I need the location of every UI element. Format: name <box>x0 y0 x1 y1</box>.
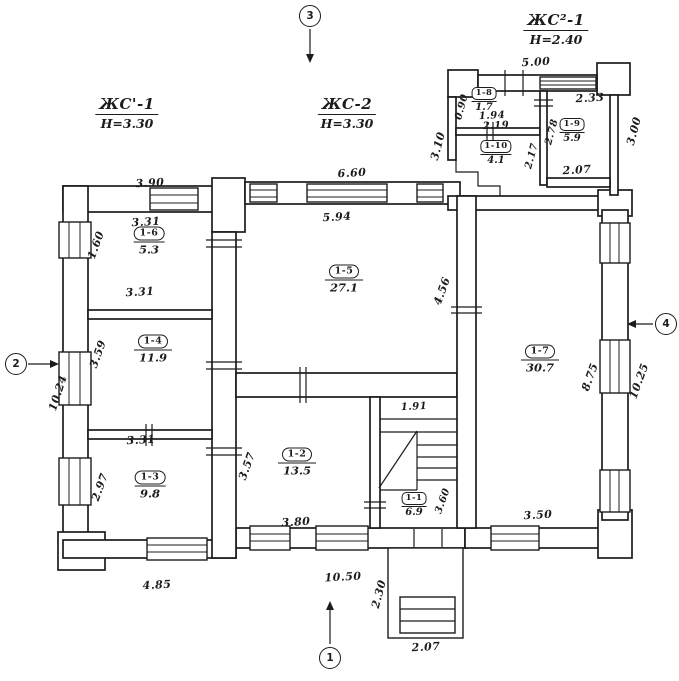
axis-marker-2: 2 <box>5 353 27 375</box>
dim-label: 3.80 <box>281 514 311 530</box>
room-label-1-10: 1-10 4.1 <box>480 134 512 166</box>
room-label-1-1: 1-1 6.9 <box>401 486 427 518</box>
section-title-text: ЖС-2 <box>317 95 377 115</box>
interior-walls <box>87 195 477 559</box>
room-area: 4.1 <box>480 154 512 166</box>
axis-marker-4: 4 <box>655 313 677 335</box>
section-title-zhs21: ЖС²-1 H=2.40 <box>523 11 589 47</box>
section-title-zhs1: ЖС'-1 H=3.30 <box>95 95 159 131</box>
room-area: 5.3 <box>133 241 165 257</box>
room-label-1-3: 1-3 9.8 <box>134 466 166 501</box>
room-label-1-8: 1-8 1.7 <box>471 81 497 113</box>
room-number: 1-10 <box>480 139 512 154</box>
room-area: 5.9 <box>559 132 585 144</box>
room-number: 1-8 <box>471 86 497 101</box>
dim-label: 2.33 <box>575 90 605 106</box>
porch-steps <box>387 529 464 639</box>
door-openings <box>145 70 553 509</box>
dim-label: 2.07 <box>562 162 592 178</box>
room-number: 1-4 <box>137 334 169 349</box>
dim-label: 5.00 <box>521 54 551 70</box>
room-number: 1-6 <box>133 226 165 241</box>
room-area: 11.9 <box>133 349 173 365</box>
staircase <box>378 418 457 491</box>
room-number: 1-1 <box>401 491 427 506</box>
dim-label: 3.90 <box>135 175 165 191</box>
room-area: 30.7 <box>520 359 560 375</box>
section-title-zhs2: ЖС-2 H=3.30 <box>317 95 377 131</box>
room-label-1-9: 1-9 5.9 <box>559 112 585 144</box>
axis-marker-3: 3 <box>299 5 321 27</box>
section-height-text: H=3.30 <box>100 116 154 131</box>
axis-marker-1: 1 <box>319 647 341 669</box>
section-title-text: ЖС'-1 <box>95 95 159 115</box>
dim-label: 2.19 <box>482 119 510 133</box>
room-area: 27.1 <box>324 279 364 295</box>
room-number: 1-5 <box>328 264 360 279</box>
room-area: 13.5 <box>277 462 317 478</box>
dim-label: 3.31 <box>131 214 161 230</box>
room-label-1-2: 1-2 13.5 <box>277 443 317 478</box>
dim-label: 6.60 <box>337 165 367 181</box>
room-area: 1.7 <box>471 101 497 113</box>
section-height-text: H=2.40 <box>529 32 583 47</box>
dim-label: 10.50 <box>324 569 362 585</box>
room-number: 1-2 <box>281 447 313 462</box>
room-label-1-7: 1-7 30.7 <box>520 340 560 375</box>
section-title-text: ЖС²-1 <box>523 11 589 31</box>
dim-label: 3.31 <box>126 432 156 448</box>
dim-label: 4.85 <box>142 577 172 593</box>
dim-label: 3.50 <box>523 507 553 523</box>
room-number: 1-9 <box>559 117 585 132</box>
room-number: 1-3 <box>134 470 166 485</box>
room-area: 9.8 <box>134 485 166 501</box>
section-height-text: H=3.30 <box>320 116 374 131</box>
dim-label: 5.94 <box>322 209 352 225</box>
room-number: 1-7 <box>524 344 556 359</box>
dim-label: 1.91 <box>400 400 428 414</box>
dim-label: 2.07 <box>411 639 441 655</box>
room-label-1-5: 1-5 27.1 <box>324 260 364 295</box>
windows <box>58 76 631 561</box>
room-area: 6.9 <box>401 506 427 518</box>
section-arrows <box>28 29 653 644</box>
room-label-1-6: 1-6 5.3 <box>133 222 165 257</box>
dim-label: 3.31 <box>125 284 155 300</box>
room-label-1-4: 1-4 11.9 <box>133 330 173 365</box>
